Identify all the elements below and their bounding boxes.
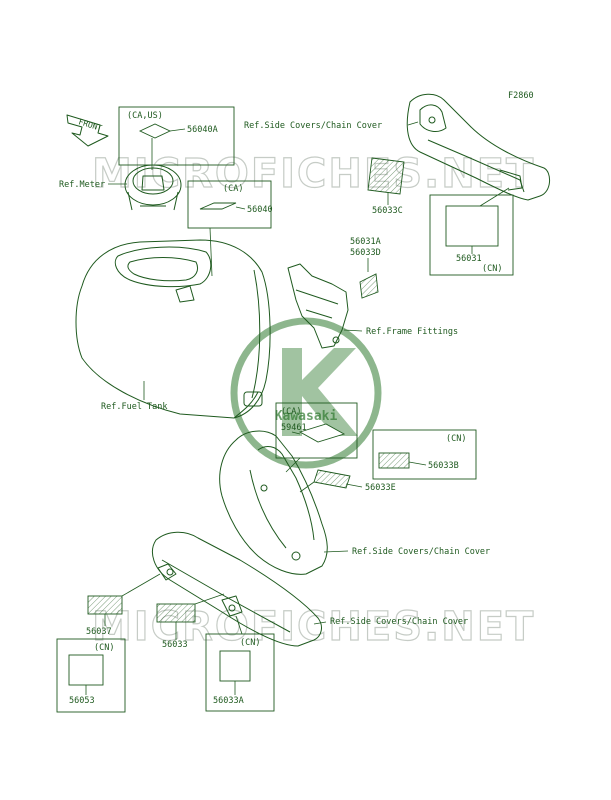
- ref-side-covers-mid-label: Ref.Side Covers/Chain Cover: [352, 547, 490, 557]
- decal-56053: [68, 654, 104, 686]
- decal-56040: [199, 202, 237, 210]
- front-arrow-icon: FRONT: [66, 114, 109, 147]
- side-cover-top-outline: [406, 93, 550, 201]
- part-box-56033A: [205, 633, 275, 712]
- part-code-56053: 56053: [69, 696, 95, 706]
- part-code-56033C: 56033C: [372, 206, 403, 216]
- decal-56033: [156, 603, 196, 623]
- part-code-56031: 56031: [456, 254, 482, 264]
- figure-code: F2860: [508, 91, 534, 101]
- part-box-56040A: [118, 106, 235, 166]
- part-region-59461: (CA): [281, 407, 301, 417]
- fuel-tank-outline: [75, 239, 271, 419]
- kawasaki-logo-text: Kawasaki: [275, 409, 338, 424]
- part-region-56040: (CA): [223, 184, 243, 194]
- chain-cover-outline: [152, 531, 322, 647]
- decal-56033C: [367, 157, 405, 195]
- part-code-56037: 56037: [86, 627, 112, 637]
- side-cover-mid-outline: [219, 430, 328, 575]
- part-code-56033: 56033: [162, 640, 188, 650]
- part-code-56031A: 56031A: [350, 237, 381, 247]
- part-box-59461: [275, 402, 358, 459]
- decal-56033A: [219, 650, 251, 682]
- decal-56031: [445, 205, 499, 247]
- part-box-56031: [429, 194, 514, 276]
- kawasaki-logo: Kawasaki: [230, 317, 382, 469]
- decal-56040A: [138, 123, 172, 139]
- decal-56037: [87, 595, 123, 615]
- decal-59461: [298, 423, 346, 443]
- part-region-56033B: (CN): [446, 434, 466, 444]
- part-region-56040A: (CA,US): [127, 111, 163, 121]
- part-box-56040: [187, 180, 272, 229]
- part-box-56053: [56, 638, 126, 713]
- decal-56033E: [313, 469, 351, 489]
- decal-56031A: [359, 273, 379, 299]
- decal-56033B: [378, 452, 410, 469]
- ref-meter-label: Ref.Meter: [59, 180, 105, 190]
- part-code-59461: 59461: [281, 423, 307, 433]
- ref-fuel-tank-label: Ref.Fuel Tank: [101, 402, 168, 412]
- ref-side-covers-top-label: Ref.Side Covers/Chain Cover: [244, 121, 382, 131]
- part-code-56033E: 56033E: [365, 483, 396, 493]
- part-region-56053: (CN): [94, 643, 114, 653]
- part-code-56040: 56040: [247, 205, 273, 215]
- part-code-56033A: 56033A: [213, 696, 244, 706]
- part-code-56040A: 56040A: [187, 125, 218, 135]
- part-box-56033B: [372, 429, 477, 480]
- watermark-top: MICROFICHES.NET: [92, 151, 535, 197]
- ref-frame-fittings-label: Ref.Frame Fittings: [366, 327, 458, 337]
- part-region-56033A: (CN): [240, 638, 260, 648]
- part-code-56033D: 56033D: [350, 248, 381, 258]
- part-code-56033B: 56033B: [428, 461, 459, 471]
- ref-side-covers-bottom-label: Ref.Side Covers/Chain Cover: [330, 617, 468, 627]
- frame-fitting-outline: [287, 263, 349, 349]
- part-region-56031: (CN): [482, 264, 502, 274]
